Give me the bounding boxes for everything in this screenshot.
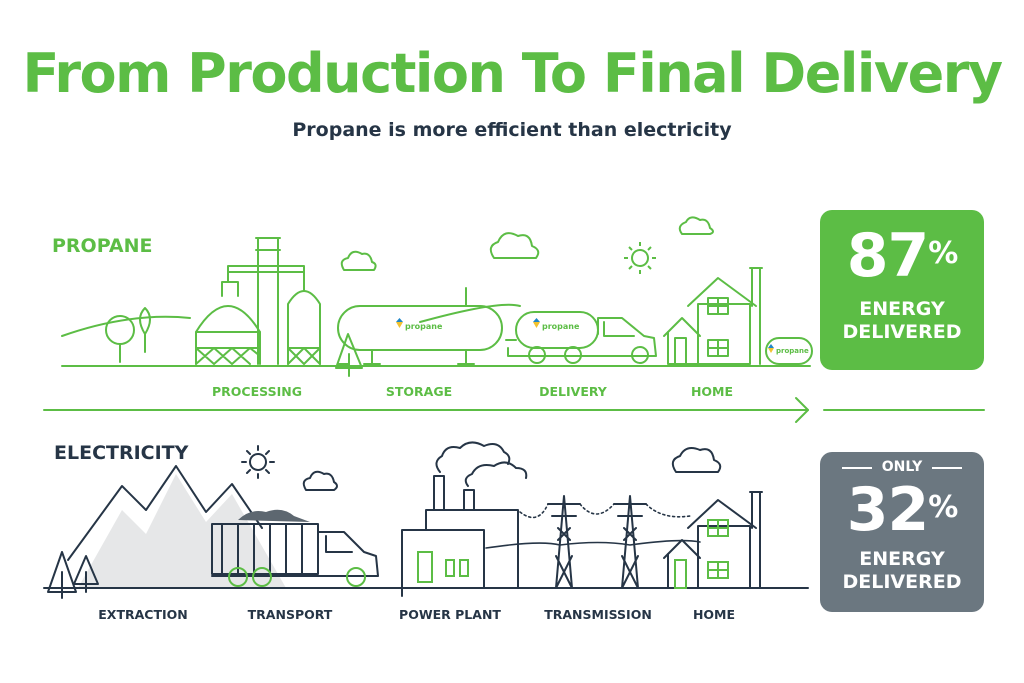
- electricity-only-label: ONLY: [881, 459, 923, 475]
- home-tank-icon: [765, 337, 813, 365]
- hill-outline: [61, 315, 191, 337]
- stage-delivery: DELIVERY: [539, 384, 607, 399]
- truck-tank-label: propane: [542, 322, 580, 331]
- stage-processing: PROCESSING: [212, 384, 302, 399]
- cloud-icon: [302, 447, 722, 491]
- only-divider-right: [932, 467, 962, 469]
- propane-section-label: PROPANE: [52, 235, 153, 257]
- propane-illustration: [43, 237, 985, 423]
- stage-extraction: EXTRACTION: [98, 607, 188, 622]
- page-subtitle: Propane is more efficient than electrici…: [292, 119, 732, 141]
- coal-truck-icon: [211, 523, 379, 587]
- power-plant-icon: [401, 441, 528, 597]
- stage-storage: STORAGE: [385, 384, 453, 399]
- storage-tank-icon: [337, 287, 503, 365]
- propane-result-box: 87% ENERGY DELIVERED: [820, 210, 984, 370]
- stage-transport: TRANSPORT: [247, 607, 333, 622]
- propane-caption-line2: DELIVERED: [842, 321, 962, 343]
- tree-icon: [105, 307, 151, 363]
- sun-icon: [624, 242, 656, 274]
- sun-icon: [241, 445, 275, 479]
- stage-transmission: TRANSMISSION: [544, 607, 652, 622]
- electricity-result-box: ONLY 32% ENERGY DELIVERED: [820, 452, 984, 612]
- propane-percent: 87%: [846, 221, 959, 291]
- house-icon: [663, 267, 763, 365]
- only-divider-left: [842, 467, 872, 469]
- page-title: From Production To Final Delivery: [22, 42, 1003, 105]
- tree-icon: [47, 551, 99, 599]
- coal-load: [238, 509, 310, 522]
- delivery-truck-icon: [505, 311, 657, 364]
- power-plant-door: [417, 551, 433, 583]
- stage-power-plant: POWER PLANT: [399, 607, 501, 622]
- electricity-caption-line1: ENERGY: [859, 548, 945, 570]
- mountain-icon: [67, 465, 263, 561]
- house-door: [674, 559, 687, 589]
- electricity-section-label: ELECTRICITY: [54, 442, 189, 464]
- stage-home-propane: HOME: [690, 384, 734, 399]
- electricity-caption-line2: DELIVERED: [842, 571, 962, 593]
- refinery-icon: [195, 237, 321, 365]
- arrow-right-icon: [43, 397, 809, 423]
- home-tank-label: propane: [776, 347, 809, 355]
- storage-tank-label: propane: [405, 322, 443, 331]
- stage-home-electricity: HOME: [692, 607, 736, 622]
- transmission-tower-icon: [547, 495, 647, 589]
- tree-icon: [335, 333, 363, 377]
- mountain-fill: [78, 474, 286, 588]
- electricity-illustration: [43, 441, 809, 599]
- electricity-percent: 32%: [846, 475, 959, 545]
- cloud-icon: [340, 216, 714, 271]
- propane-caption-line1: ENERGY: [859, 298, 945, 320]
- house-icon: [663, 491, 763, 589]
- propane-drop-icon: [396, 318, 774, 353]
